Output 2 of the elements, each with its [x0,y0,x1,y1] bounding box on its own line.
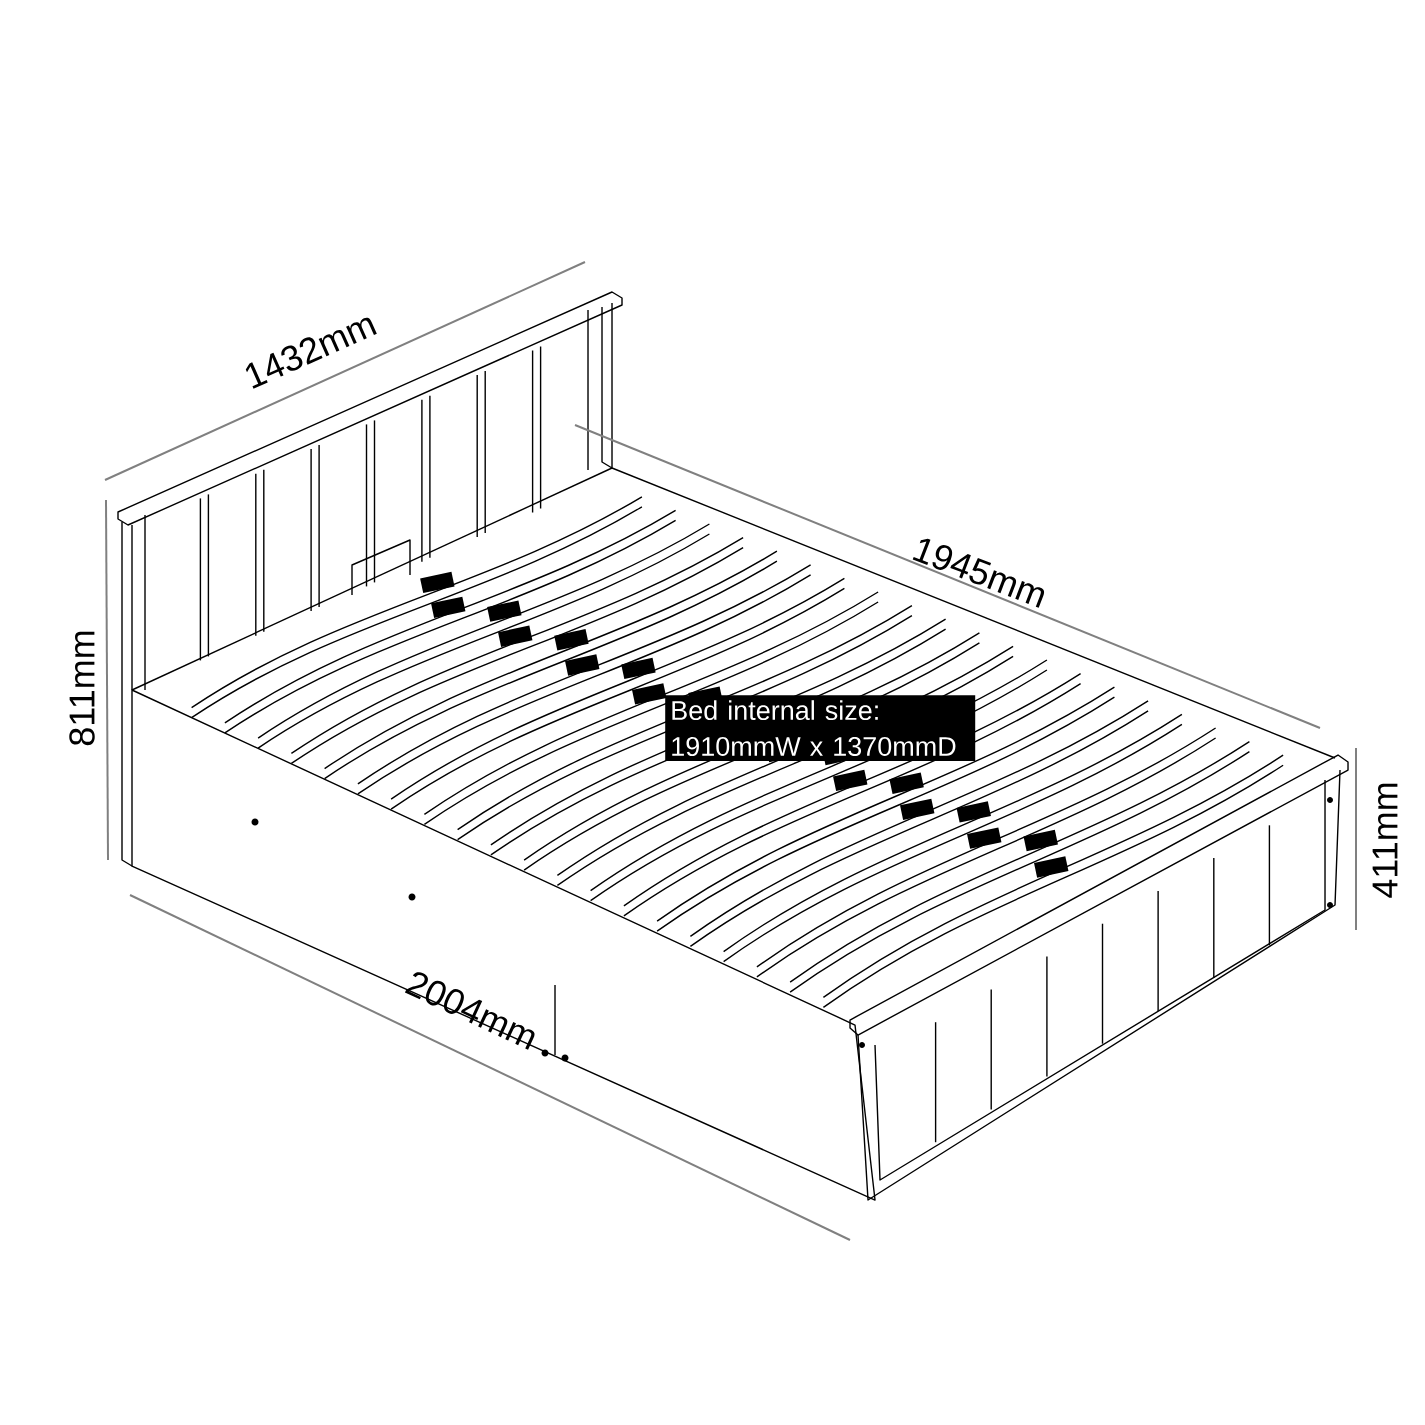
dimension-label: 811mm [69,631,95,746]
dimension-label: 411mm [1372,783,1398,898]
